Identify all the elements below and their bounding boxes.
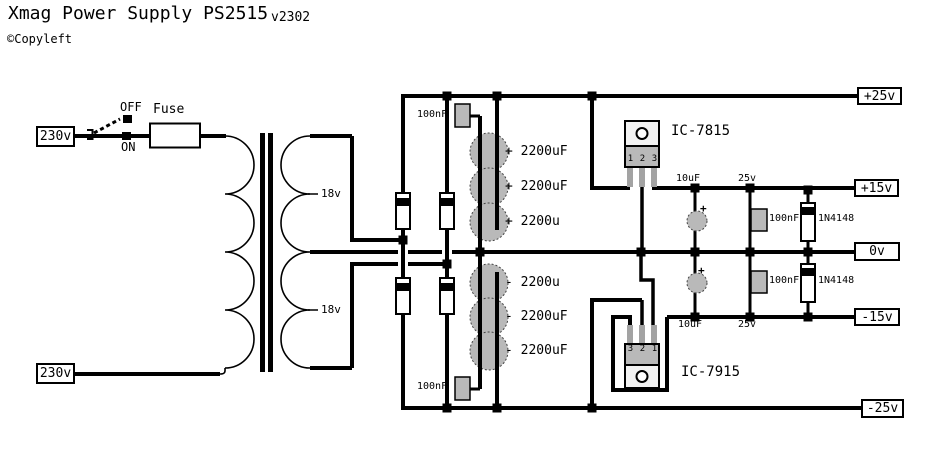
bypass-cap-label-top: 100nF [769, 213, 800, 224]
cap-100nF [750, 270, 768, 294]
core-bar [268, 133, 273, 372]
cap-10uF [686, 272, 708, 294]
switch-on-label: ON [121, 140, 136, 154]
mounting-hole-icon [635, 370, 649, 383]
terminal-0v: 0v [854, 242, 900, 261]
snubber-bottom-label: 100nF [417, 381, 448, 392]
diode-1N4148 [800, 202, 816, 242]
power-switch [93, 115, 132, 140]
rectifier-diode [395, 192, 411, 230]
electrolytic-cap [469, 202, 509, 242]
cap-rating-label-bottom: 25v [738, 319, 757, 330]
cap-10uF-label-top: 10uF [676, 173, 701, 184]
ic-leg [639, 166, 645, 187]
cap-label: + 2200uF [505, 144, 568, 159]
cap-rating-label-top: 25v [738, 173, 757, 184]
terminal-pos25v: +25v [857, 87, 902, 105]
fuse-symbol [149, 122, 201, 149]
ic-7815-label: IC-7815 [671, 123, 731, 139]
ic-7815-package [624, 120, 660, 187]
electrolytic-cap [469, 331, 509, 371]
rectifier-diode [395, 277, 411, 315]
copyleft-notice: ©Copyleft [7, 32, 73, 46]
title-version: v2302 [271, 10, 311, 25]
cap-label: - 2200u [505, 275, 560, 290]
electrolytic-cap [469, 167, 509, 207]
snubber-cap-top [454, 103, 471, 128]
ic-leg [627, 166, 633, 187]
mounting-hole-icon [635, 127, 649, 140]
dc-rails [310, 94, 862, 410]
terminal-neg25v: -25v [861, 399, 904, 418]
cap-label: - 2200uF [505, 343, 568, 358]
negative-output-filter [686, 263, 816, 303]
ic-pin-number: 3 [627, 344, 634, 354]
junction-dots [398, 91, 813, 413]
electrolytic-cap [469, 297, 509, 337]
transformer-symbol [224, 133, 352, 372]
ic-pin-number: 2 [639, 154, 646, 164]
cap-label: + 2200u [505, 214, 560, 229]
cap-polarity-mark: + [698, 264, 705, 277]
terminal-pos15v: +15v [854, 179, 899, 197]
terminal-230v-bottom: 230v [36, 363, 75, 384]
primary-winding [224, 135, 255, 369]
ic-pin-number: 1 [627, 154, 634, 164]
cap-10uF-label-bottom: 10uF [678, 319, 703, 330]
snubber-cap-bottom [454, 376, 471, 401]
ic-7915-label: IC-7915 [681, 364, 741, 380]
electrolytic-cap [469, 263, 509, 303]
electrolytic-cap [469, 132, 509, 172]
cap-polarity-mark: + [700, 202, 707, 215]
ic-pin-number: 1 [651, 344, 658, 354]
cap-label: + 2200uF [505, 179, 568, 194]
snubber-top-label: 100nF [417, 109, 448, 120]
diode-1N4148 [800, 263, 816, 303]
secondary-winding [280, 135, 311, 369]
bypass-cap-label-bottom: 100nF [769, 275, 800, 286]
winding-label-top: 18v [321, 187, 341, 200]
cap-label: - 2200uF [505, 309, 568, 324]
ic-leg [639, 325, 645, 344]
diode-label-bottom: 1N4148 [818, 275, 855, 286]
bridge-rectifier [395, 96, 455, 408]
core-bar [260, 133, 265, 372]
ic-leg [651, 325, 657, 344]
page-title: Xmag Power Supply PS2515 [8, 3, 269, 24]
switch-off-label: OFF [120, 100, 142, 114]
ic-leg [651, 166, 657, 187]
mains-wiring [74, 129, 227, 376]
switch-off-contact [123, 115, 132, 123]
terminal-230v-top: 230v [36, 126, 75, 147]
ic-pin-number: 2 [639, 344, 646, 354]
fuse-label: Fuse [153, 102, 185, 117]
switch-on-contact [122, 132, 131, 140]
ic-7915-package [624, 325, 660, 389]
ic-leg [627, 325, 633, 344]
terminal-neg15v: -15v [854, 308, 900, 326]
cap-100nF [750, 208, 768, 232]
secondary-routing [350, 136, 444, 368]
rectifier-diode [439, 277, 455, 315]
ic-pin-number: 3 [651, 154, 658, 164]
rectifier-diode [439, 192, 455, 230]
cap-10uF [686, 210, 708, 232]
positive-output-filter [686, 202, 816, 242]
diode-label-top: 1N4148 [818, 213, 855, 224]
winding-label-bottom: 18v [321, 303, 341, 316]
